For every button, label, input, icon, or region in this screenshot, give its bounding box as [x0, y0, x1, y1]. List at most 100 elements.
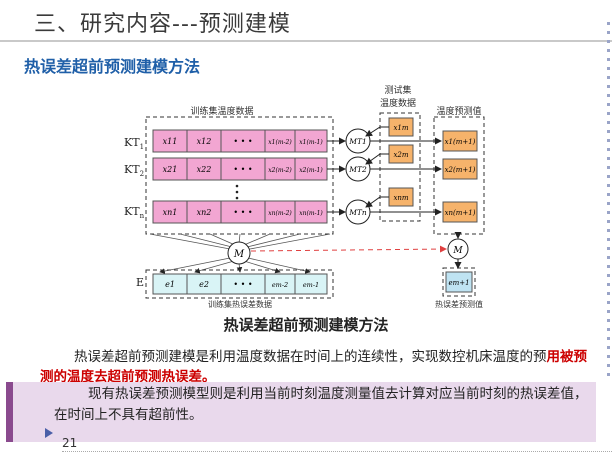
svg-text:xn(m+1): xn(m+1): [445, 209, 476, 217]
train-row-n: xn1 xn2 • • • xn(m-2) xn(m-1): [152, 200, 328, 224]
test-header-line2: 温度数据: [380, 97, 416, 109]
decoration-dot: [607, 292, 610, 295]
decoration-dot: [607, 112, 610, 115]
test-cell-n: xnm: [388, 187, 414, 207]
decoration-dot: [607, 67, 610, 70]
e-label: E: [136, 276, 144, 289]
error-pred-cell: em+1: [445, 271, 473, 293]
test-error-label: 热误差预测值: [435, 299, 483, 309]
pred-cell-1: x1(m+1): [442, 130, 478, 152]
decoration-dot: [607, 247, 610, 250]
cell-x2m-2: x2(m-2): [268, 167, 292, 174]
cell-x1m-1: x1(m-1): [299, 139, 323, 146]
decoration-dot: [607, 58, 610, 61]
decoration-dot: [607, 274, 610, 277]
decoration-dot: [607, 346, 610, 349]
svg-text:x2m: x2m: [393, 151, 408, 159]
svg-text:M: M: [233, 249, 245, 260]
cell-e1: e1: [165, 280, 175, 289]
test-cell-2: x2m: [388, 144, 414, 164]
cell-x22: x22: [197, 165, 212, 174]
train-error-label: 训练集热误差数据: [208, 299, 272, 309]
cell-x12: x12: [197, 137, 212, 146]
svg-text:x2(m+1): x2(m+1): [445, 166, 476, 174]
pred-cell-2: x2(m+1): [442, 158, 478, 180]
paragraph-text-a: 热误差超前预测建模是利用温度数据在时间上的连续性，实现数控机床温度的预: [74, 349, 547, 365]
svg-text:MTn: MTn: [348, 208, 367, 217]
svg-text:MT1: MT1: [348, 137, 366, 146]
kt-label-n: KTn: [124, 205, 145, 220]
callout-text: 现有热误差预测模型则是利用当前时刻温度测量值去计算对应当前时刻的热误差值，在时间…: [54, 386, 588, 423]
cell-xnm-2: xn(m-2): [268, 210, 292, 217]
decoration-dot: [607, 139, 610, 142]
test-cell-1: x1m: [388, 117, 414, 137]
decoration-dot: [607, 94, 610, 97]
decoration-dot: [607, 220, 610, 223]
cell-x1m-2: x1(m-2): [268, 139, 292, 146]
cell-xn1: xn1: [163, 208, 178, 217]
decoration-dot: [607, 319, 610, 322]
decoration-dot: [607, 301, 610, 304]
error-row: e1 e2 • • • em-2 em-1: [152, 273, 328, 295]
svg-text:M: M: [452, 246, 463, 256]
decoration-dot: [607, 373, 610, 376]
paragraph-text-b: 用被预测的温度去超前预测热误差。: [40, 349, 587, 385]
svg-text:em+1: em+1: [448, 279, 469, 287]
train-data-box: [145, 116, 334, 235]
cell-dots: • • •: [233, 137, 252, 146]
train-header: 训练集温度数据: [190, 105, 253, 117]
decoration-dot: [607, 85, 610, 88]
pred-header: 温度预测值: [436, 105, 481, 117]
kt-label-1: KT1: [124, 136, 144, 151]
decoration-dot: [607, 238, 610, 241]
diagram-caption: 热误差超前预测建模方法: [223, 316, 389, 334]
decoration-dot: [607, 184, 610, 187]
pred-cell-n: xn(m+1): [442, 201, 478, 223]
decoration-dot: [607, 130, 610, 133]
train-row-2: x21 x22 • • • x2(m-2) x2(m-1): [152, 157, 328, 181]
decoration-dot: [607, 364, 610, 367]
model-m-predict: M: [447, 238, 469, 260]
cell-dots: • • •: [233, 208, 252, 217]
decoration-dot: [607, 148, 610, 151]
footer-divider: [62, 451, 612, 452]
arrow-bullet-icon: [45, 428, 53, 438]
svg-text:MT2: MT2: [348, 165, 367, 174]
decoration-dot: [607, 49, 610, 52]
svg-text:x1m: x1m: [393, 124, 408, 132]
cell-em-1: em-1: [303, 281, 319, 289]
decoration-dot: [607, 310, 610, 313]
page-number: 21: [62, 436, 78, 450]
model-to-error-lines: [159, 257, 311, 274]
decoration-dot: [607, 103, 610, 106]
prediction-modeling-diagram: 训练集温度数据 测试集 温度数据 温度预测值 KT1 KT2 KTn x11 x…: [124, 84, 485, 309]
train-row-1: x11 x12 • • • x1(m-2) x1(m-1): [152, 129, 328, 153]
decoration-dot: [607, 121, 610, 124]
test-data-box: [379, 112, 421, 222]
title-divider: [0, 40, 612, 42]
cell-dots: • • •: [233, 280, 252, 289]
callout-box: 现有热误差预测模型则是利用当前时刻温度测量值去计算对应当前时刻的热误差值，在时间…: [6, 382, 596, 442]
decoration-dot: [607, 328, 610, 331]
decoration-dot: [607, 31, 610, 34]
model-mt1: MT1: [345, 128, 371, 154]
error-data-box: [145, 269, 334, 299]
callout-accent-bar: [6, 382, 13, 442]
cell-x2m-1: x2(m-1): [299, 167, 323, 174]
cell-x11: x11: [163, 137, 178, 146]
cell-dots: • • •: [233, 165, 252, 174]
model-m: M: [227, 241, 251, 265]
slide-subtitle: 热误差超前预测建模方法: [24, 57, 201, 76]
decoration-dot: [607, 211, 610, 214]
slide-title: 三、研究内容---预测建模: [34, 12, 291, 37]
decoration-dot: [607, 40, 610, 43]
decoration-dot: [607, 265, 610, 268]
body-paragraph: 热误差超前预测建模是利用温度数据在时间上的连续性，实现数控机床温度的预用被预测的…: [40, 347, 600, 387]
cell-xnm-1: xn(m-1): [299, 210, 323, 217]
decoration-dot: [607, 175, 610, 178]
right-decoration: [607, 22, 610, 412]
cell-x21: x21: [163, 165, 178, 174]
model-mt2: MT2: [345, 156, 371, 182]
svg-text:xnm: xnm: [393, 194, 408, 202]
decoration-dot: [607, 337, 610, 340]
